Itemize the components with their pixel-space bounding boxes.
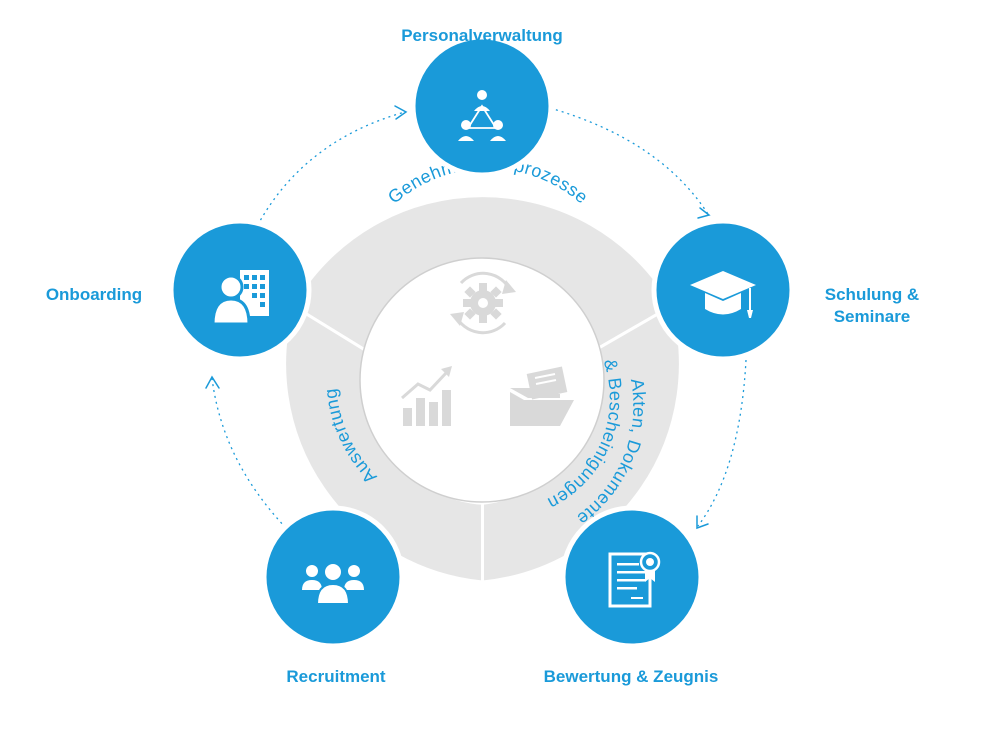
gear-cycle-icon	[450, 271, 516, 335]
label-schulung-line2: Seminare	[834, 307, 911, 326]
node-recruitment[interactable]	[261, 505, 405, 649]
bar-chart-icon	[401, 366, 452, 426]
label-onboarding: Onboarding	[46, 285, 142, 304]
arrow-onboarding-to-personal	[251, 111, 406, 237]
arrow-schulung-to-bewertung	[697, 359, 747, 527]
process-ring	[283, 194, 682, 584]
graduation-cap-icon	[690, 271, 756, 318]
label-personalverwaltung: Personalverwaltung	[401, 26, 563, 45]
label-schulung-line1: Schulung &	[825, 285, 919, 304]
folder-icon	[510, 366, 574, 426]
arrow-recruitment-to-onboarding	[211, 377, 287, 529]
node-personalverwaltung[interactable]	[410, 34, 554, 178]
arrow-personal-to-schulung	[549, 107, 709, 215]
certificate-icon	[608, 551, 661, 608]
person-building-icon	[211, 270, 269, 326]
network-people-icon	[458, 90, 506, 141]
label-bewertung: Bewertung & Zeugnis	[544, 667, 719, 686]
label-recruitment: Recruitment	[286, 667, 386, 686]
node-schulung[interactable]	[651, 218, 795, 362]
center-circle	[359, 257, 605, 503]
group-icon	[302, 562, 364, 605]
node-bewertung[interactable]	[560, 505, 704, 649]
cycle-arrows	[205, 105, 747, 530]
node-onboarding[interactable]	[168, 218, 312, 362]
